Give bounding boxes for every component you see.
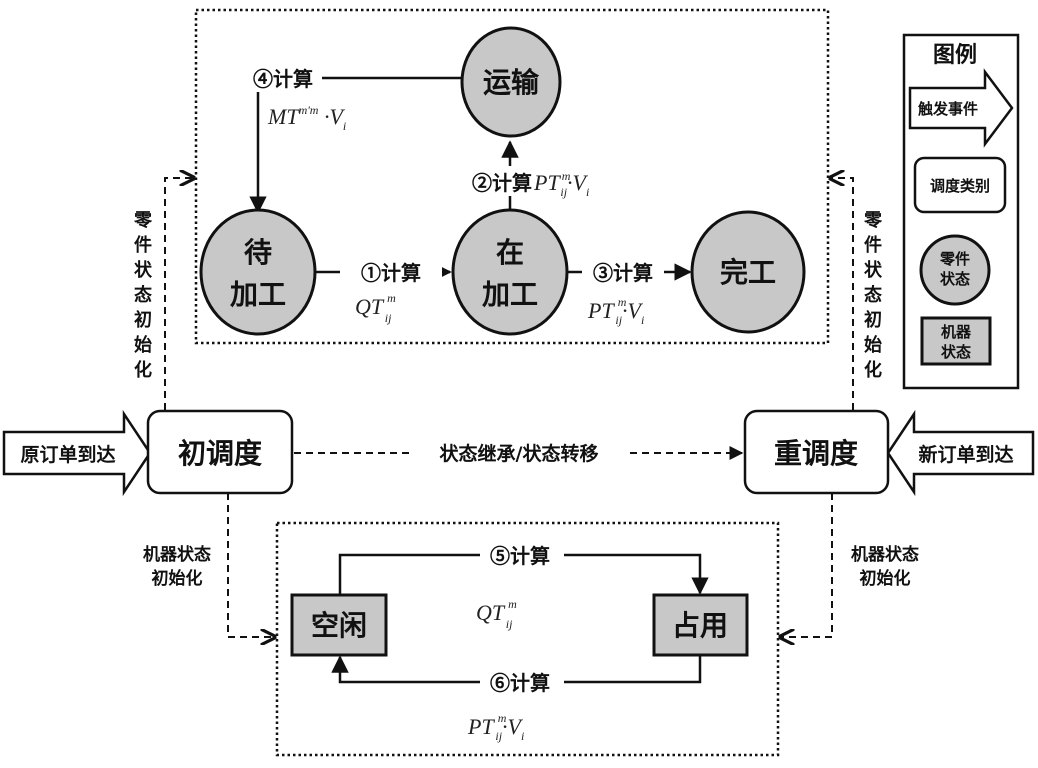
legend-title: 图例 <box>933 42 977 68</box>
state-label: 运输 <box>483 66 540 99</box>
state-label: 加工 <box>482 278 538 311</box>
part-init-char: 态 <box>134 284 152 306</box>
machine-state-idle: 空闲 <box>290 593 388 657</box>
reschedule-label: 重调度 <box>774 437 858 470</box>
transition-5-label: ⑤计算 <box>490 544 550 568</box>
original-orders-trigger <box>2 409 152 497</box>
part-init-char: 初 <box>864 309 882 331</box>
transition-3-label: ③计算 <box>593 261 653 285</box>
machine-init-label-right: 初始化 <box>860 568 911 589</box>
part-init-char: 零 <box>863 210 883 231</box>
part-init-char: 态 <box>864 284 882 306</box>
machine-init-label-left: 初始化 <box>152 568 203 589</box>
state-label: 空闲 <box>311 609 367 642</box>
transition-1-label: ①计算 <box>361 261 421 285</box>
legend-machine-state-label: 机器 <box>941 323 972 341</box>
part-init-connector-left <box>164 178 194 410</box>
part-state-region <box>194 8 830 345</box>
legend: 图例 触发事件 调度类别 零件 状态 机器 状态 <box>902 33 1020 390</box>
part-init-char: 化 <box>134 359 152 381</box>
legend-trigger-arrow <box>908 68 1014 148</box>
legend-trigger-label: 触发事件 <box>918 100 978 118</box>
legend-machine-state-label: 状态 <box>941 343 971 361</box>
initial-scheduling-box <box>146 409 294 495</box>
machine-init-connector-left <box>227 493 275 637</box>
transition-2-label: ②计算 <box>472 171 532 195</box>
legend-part-state-label: 零件 <box>939 250 970 268</box>
new-orders-label: 新订单到达 <box>918 443 1013 466</box>
part-init-char: 始 <box>864 334 882 356</box>
state-inheritance-label: 状态继承/状态转移 <box>440 442 599 465</box>
machine-init-label-right: 机器状态 <box>851 544 919 565</box>
reschedule-box <box>743 409 890 495</box>
legend-part-state-circle <box>919 234 991 306</box>
transition-4-formula: MTm'm ·Vi <box>267 103 346 133</box>
transition-4-label: ④计算 <box>253 67 313 91</box>
state-transport: 运输 <box>460 26 562 138</box>
legend-schedule-box <box>913 156 1007 214</box>
transition-6-label: ⑥计算 <box>490 671 550 695</box>
part-init-char: 初 <box>134 309 152 331</box>
part-init-char: 零 <box>133 210 153 231</box>
part-init-char: 化 <box>864 359 882 381</box>
machine-state-region <box>275 521 780 757</box>
part-init-char: 始 <box>134 334 152 356</box>
part-init-char: 件 <box>134 234 152 256</box>
machine-state-busy: 占用 <box>652 593 749 657</box>
part-init-char: 状 <box>864 259 883 281</box>
initial-scheduling-label: 初调度 <box>178 437 262 470</box>
state-label: 占用 <box>672 609 728 642</box>
part-init-char: 件 <box>864 234 882 256</box>
state-processing: 在 加工 <box>451 208 569 336</box>
part-init-connector-right <box>830 178 854 410</box>
legend-schedule-label: 调度类别 <box>930 177 990 195</box>
state-label: 加工 <box>230 278 286 311</box>
legend-machine-state-rect <box>920 316 992 366</box>
original-orders-label: 原订单到达 <box>20 443 115 466</box>
state-finished: 完工 <box>690 210 806 334</box>
state-waiting: 待 加工 <box>199 208 317 336</box>
part-init-char: 状 <box>134 259 153 281</box>
state-label: 在 <box>496 236 524 269</box>
legend-part-state-label: 状态 <box>940 270 970 288</box>
state-label: 待 <box>244 236 272 269</box>
state-label: 完工 <box>720 256 776 289</box>
machine-init-label-left: 机器状态 <box>143 544 211 565</box>
machine-init-connector-right <box>780 493 833 637</box>
new-orders-trigger <box>886 409 1035 497</box>
